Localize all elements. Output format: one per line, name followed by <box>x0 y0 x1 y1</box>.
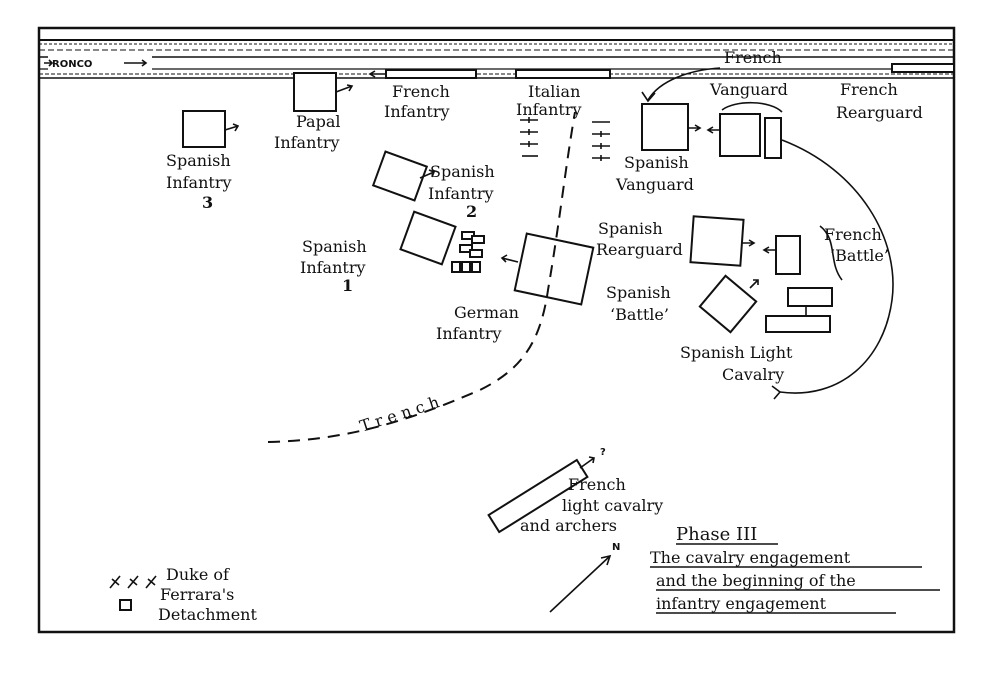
label-span-battle-1: Spanish <box>606 283 671 302</box>
map-frame <box>37 26 956 634</box>
label-span3-2: Infantry <box>166 173 232 192</box>
unit-french-light-cavalry <box>487 458 589 534</box>
brace-vanguard <box>721 101 783 113</box>
label-question: ? <box>600 447 606 458</box>
title-line-1: The cavalry engagement <box>650 548 851 567</box>
legend-1: Duke of <box>166 565 230 584</box>
unit-spanish-battle <box>698 274 758 334</box>
label-span-rear-2: Rearguard <box>596 240 683 259</box>
label-span3-3: 3 <box>202 193 213 212</box>
unit-spanish-light-cavalry-2 <box>765 315 831 333</box>
title-line-3: infantry engagement <box>656 594 827 613</box>
trench-line <box>267 111 576 443</box>
label-german-2: Infantry <box>436 324 502 343</box>
title-line-2: and the beginning of the <box>656 571 856 590</box>
label-italian-2: Infantry <box>516 100 582 119</box>
unit-spanish-infantry-3 <box>182 110 226 148</box>
label-fr-light-2: light cavalry <box>562 496 663 515</box>
arrow-french-rearguard-sweep <box>779 139 894 394</box>
arrow-french-advance <box>647 67 721 101</box>
unit-papal-infantry <box>293 72 337 112</box>
italian-troop-marks <box>520 117 610 161</box>
label-french-rear-1: French <box>840 80 898 99</box>
unit-german-infantry <box>513 232 595 306</box>
brace-french-battle <box>819 225 843 281</box>
label-span-light-1: Spanish Light <box>680 343 793 362</box>
label-span-van-1: Spanish <box>624 153 689 172</box>
label-span-battle-2: ‘Battle’ <box>610 305 669 324</box>
legend-box <box>119 599 132 611</box>
legend: Duke of Ferrara's Detachment <box>109 565 257 624</box>
north-arrow <box>549 555 611 613</box>
label-vanguard: Vanguard <box>709 80 788 99</box>
river-ronco: RONCO <box>39 39 954 79</box>
label-span1-3: 1 <box>342 276 353 295</box>
legend-troop-marks <box>109 575 157 589</box>
label-french-battle-2: ‘Battle’ <box>830 246 889 265</box>
label-span3-1: Spanish <box>166 151 231 170</box>
label-italian-1: Italian <box>528 82 580 101</box>
label-trench: Trench <box>357 391 446 436</box>
unit-spanish-infantry-2 <box>371 150 429 202</box>
label-papal-1: Papal <box>296 112 340 131</box>
label-north: N <box>612 542 620 553</box>
legend-2: Ferrara's <box>160 585 234 604</box>
unit-french-infantry <box>385 69 477 79</box>
unit-french-battle <box>775 235 801 275</box>
label-span-rear-1: Spanish <box>598 219 663 238</box>
label-span-van-2: Vanguard <box>615 175 694 194</box>
unit-spanish-rearguard <box>689 215 745 267</box>
label-fr-light-3: and archers <box>520 516 617 535</box>
unit-spanish-vanguard <box>641 103 689 151</box>
label-german-1: German <box>454 303 519 322</box>
title-phase: Phase III <box>676 524 757 545</box>
unit-spanish-light-cavalry-1 <box>787 287 833 307</box>
unit-french-vanguard-cavalry <box>764 117 782 159</box>
label-french-top: French <box>724 48 782 67</box>
label-span2-2: Infantry <box>428 184 494 203</box>
label-french-inf-1: French <box>392 82 450 101</box>
label-fr-light-1: French <box>568 475 626 494</box>
duke-detachment-boxes <box>451 231 485 273</box>
unit-spanish-infantry-1 <box>399 210 457 266</box>
legend-3: Detachment <box>158 605 257 624</box>
label-span2-3: 2 <box>466 202 477 221</box>
label-span2-1: Spanish <box>430 162 495 181</box>
unit-french-rearguard <box>891 63 955 73</box>
label-span-light-2: Cavalry <box>722 365 784 384</box>
unit-french-vanguard-main <box>719 113 761 157</box>
river-label: RONCO <box>52 59 92 70</box>
arrow-french-infantry <box>368 70 386 78</box>
unit-italian-infantry <box>515 69 611 79</box>
label-french-inf-2: Infantry <box>384 102 450 121</box>
label-french-rear-2: Rearguard <box>836 103 923 122</box>
label-span1-2: Infantry <box>300 258 366 277</box>
label-papal-2: Infantry <box>274 133 340 152</box>
label-french-battle-1: French <box>824 225 882 244</box>
label-span1-1: Spanish <box>302 237 367 256</box>
